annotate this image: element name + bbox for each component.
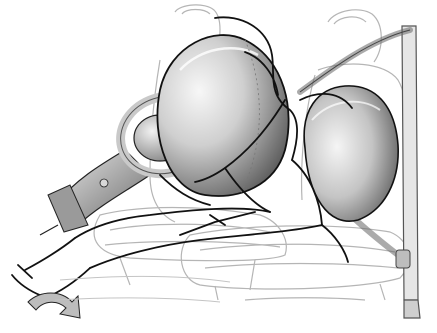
front-airbag [157,35,288,196]
floor-lines [55,276,230,302]
arrow-icon [28,293,80,318]
